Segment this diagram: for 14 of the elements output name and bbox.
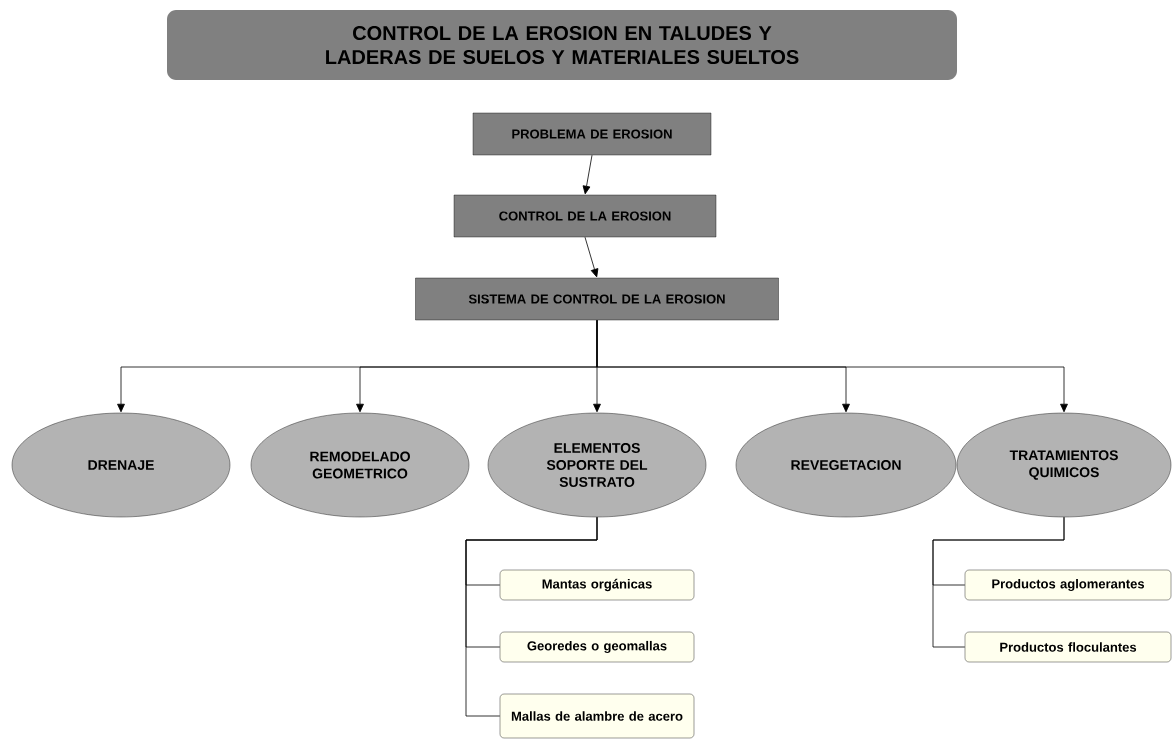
item-box: Mallas de alambre de acero bbox=[499, 693, 695, 739]
title-banner: CONTROL DE LA EROSION EN TALUDES Y LADERAS DE SUELOS Y MATERIALES SUELTOS bbox=[167, 10, 957, 80]
process-box: CONTROL DE LA EROSION bbox=[453, 194, 717, 238]
connector bbox=[465, 516, 598, 717]
item-box: Mantas orgánicas bbox=[499, 569, 695, 601]
connector bbox=[596, 319, 1068, 413]
item-box: Productos floculantes bbox=[964, 631, 1172, 663]
connector bbox=[932, 516, 1065, 648]
process-box: SISTEMA DE CONTROL DE LA EROSION bbox=[415, 277, 779, 321]
connector bbox=[584, 236, 599, 278]
item-box: Georedes o geomallas bbox=[499, 631, 695, 663]
process-box: PROBLEMA DE EROSION bbox=[472, 112, 712, 156]
item-box: Productos aglomerantes bbox=[964, 569, 1172, 601]
connector bbox=[582, 154, 593, 195]
